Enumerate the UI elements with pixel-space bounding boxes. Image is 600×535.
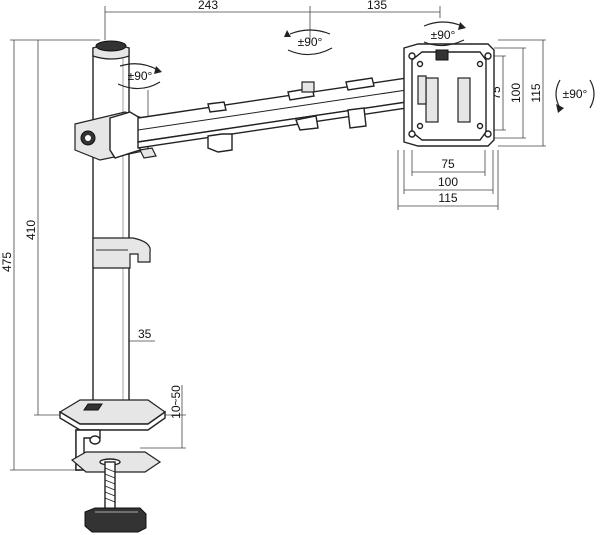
arm-swivel-arrowhead bbox=[284, 30, 291, 37]
arm-clip-small bbox=[139, 147, 157, 159]
head-rotate-arrowhead bbox=[556, 104, 564, 113]
overall-height-label: 475 bbox=[0, 252, 14, 272]
vesa-hole-br2 bbox=[476, 122, 484, 130]
head-offset-label: 135 bbox=[367, 0, 387, 12]
vesa-100-vertical-label: 100 bbox=[509, 83, 523, 103]
arm-midline bbox=[137, 87, 421, 131]
clamp-screw bbox=[104, 461, 116, 511]
screw-threads bbox=[104, 467, 116, 503]
cable-clip bbox=[92, 237, 151, 269]
arm-clip-1 bbox=[207, 133, 233, 153]
vesa-115-vertical-label: 115 bbox=[529, 83, 543, 102]
head-rotate-arrow-right bbox=[589, 79, 595, 109]
pivot-knob-center bbox=[85, 135, 91, 141]
arm-length-label: 243 bbox=[198, 0, 218, 12]
vesa-75-horizontal-label: 75 bbox=[441, 157, 455, 171]
head-connector bbox=[417, 75, 427, 105]
pole-diameter-label: 35 bbox=[138, 327, 152, 341]
pole-height-label: 410 bbox=[24, 220, 38, 240]
pole-swivel-arrow-top bbox=[119, 63, 159, 71]
head-tilt-arrow-bottom bbox=[423, 39, 465, 47]
arm-swivel-indicator: ±90° bbox=[284, 29, 333, 56]
vesa-slot-right bbox=[457, 77, 471, 123]
arm-clip-2 bbox=[295, 115, 319, 131]
base-screw bbox=[83, 403, 103, 411]
vesa-hole-tl2 bbox=[416, 60, 424, 68]
base-plate-top bbox=[58, 399, 167, 425]
pole-swivel-indicator: ±90° bbox=[117, 63, 162, 116]
vesa-hole-tl bbox=[408, 52, 416, 60]
vesa-slot-left bbox=[425, 77, 439, 123]
vesa-hole-br bbox=[484, 130, 492, 138]
head-rotate-indicator: ±90° bbox=[555, 79, 595, 113]
arm-clip-3 bbox=[347, 107, 367, 129]
head-tilt-arrow-top bbox=[423, 21, 463, 27]
arm-bracket-3-top bbox=[345, 77, 375, 91]
arm-swivel-arrow-top bbox=[289, 29, 331, 35]
pole-swivel-arrowhead bbox=[154, 66, 162, 74]
vesa-hole-tr bbox=[484, 52, 492, 60]
arm-bracket-1-top bbox=[207, 101, 227, 113]
head-tilt-label: ±90° bbox=[431, 28, 456, 42]
head-tilt-arrowhead bbox=[458, 22, 466, 30]
clamp-range-label: 10~50 bbox=[169, 385, 183, 419]
elbow-joint bbox=[301, 81, 315, 93]
clamp-handle bbox=[84, 507, 147, 533]
base-plate-side bbox=[59, 410, 166, 431]
arm-swivel-label: ±90° bbox=[298, 35, 323, 49]
vesa-hole-bl2 bbox=[416, 122, 424, 130]
pole-swivel-arrow-bottom bbox=[117, 81, 161, 90]
vesa-hole-bl bbox=[408, 130, 416, 138]
pole bbox=[92, 47, 130, 404]
vesa-115-horizontal-label: 115 bbox=[438, 191, 457, 205]
head-rotate-label: ±90° bbox=[563, 87, 588, 101]
pole-swivel-label: ±90° bbox=[128, 69, 153, 83]
head-rotate-arrow-left bbox=[555, 79, 561, 109]
vesa-100-horizontal-label: 100 bbox=[438, 175, 458, 189]
arm-swivel-arrow-bottom bbox=[287, 47, 333, 56]
head-tilt-indicator: ±90° bbox=[423, 21, 466, 47]
head-tilt-knob bbox=[435, 49, 449, 61]
clamp-hole bbox=[89, 435, 101, 445]
pivot-joint bbox=[109, 111, 141, 159]
vesa-hole-tr2 bbox=[476, 60, 484, 68]
pole-cap-top bbox=[95, 40, 127, 52]
